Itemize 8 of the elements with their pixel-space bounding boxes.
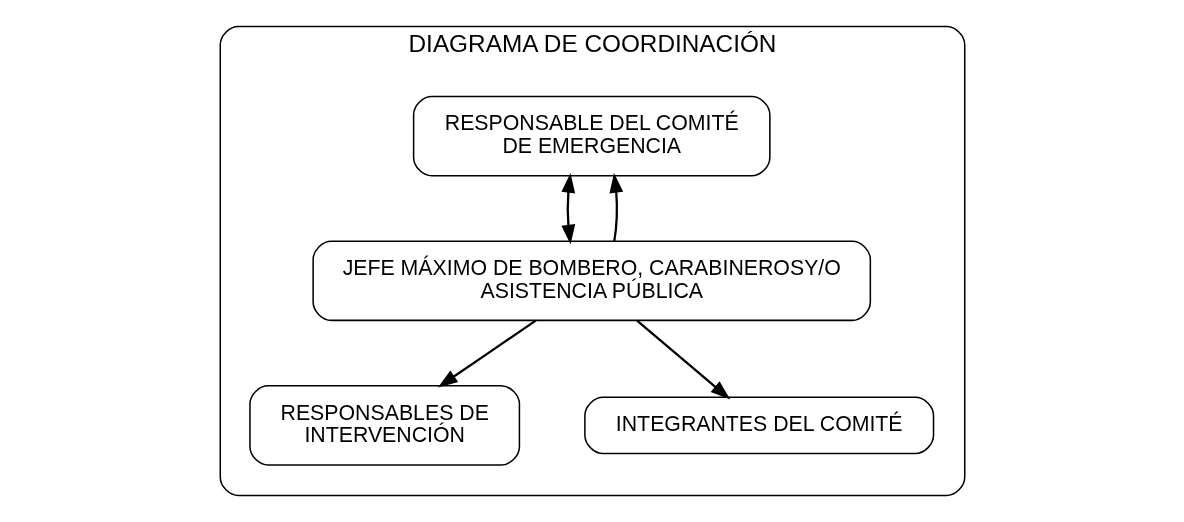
node-box: INTEGRANTES DEL COMITÉ [583, 396, 934, 455]
arrow [437, 319, 536, 388]
node-box: RESPONSABLES DE INTERVENCIÓN [248, 385, 520, 466]
arrow [608, 172, 623, 242]
arrow [635, 319, 730, 400]
node-box: RESPONSABLE DEL COMITÉ DE EMERGENCIA [412, 95, 771, 177]
arrow [560, 172, 575, 245]
node-box: JEFE MÁXIMO DE BOMBERO, CARABINEROSY/O ASISTENCIA PÚBLICA [311, 240, 871, 322]
